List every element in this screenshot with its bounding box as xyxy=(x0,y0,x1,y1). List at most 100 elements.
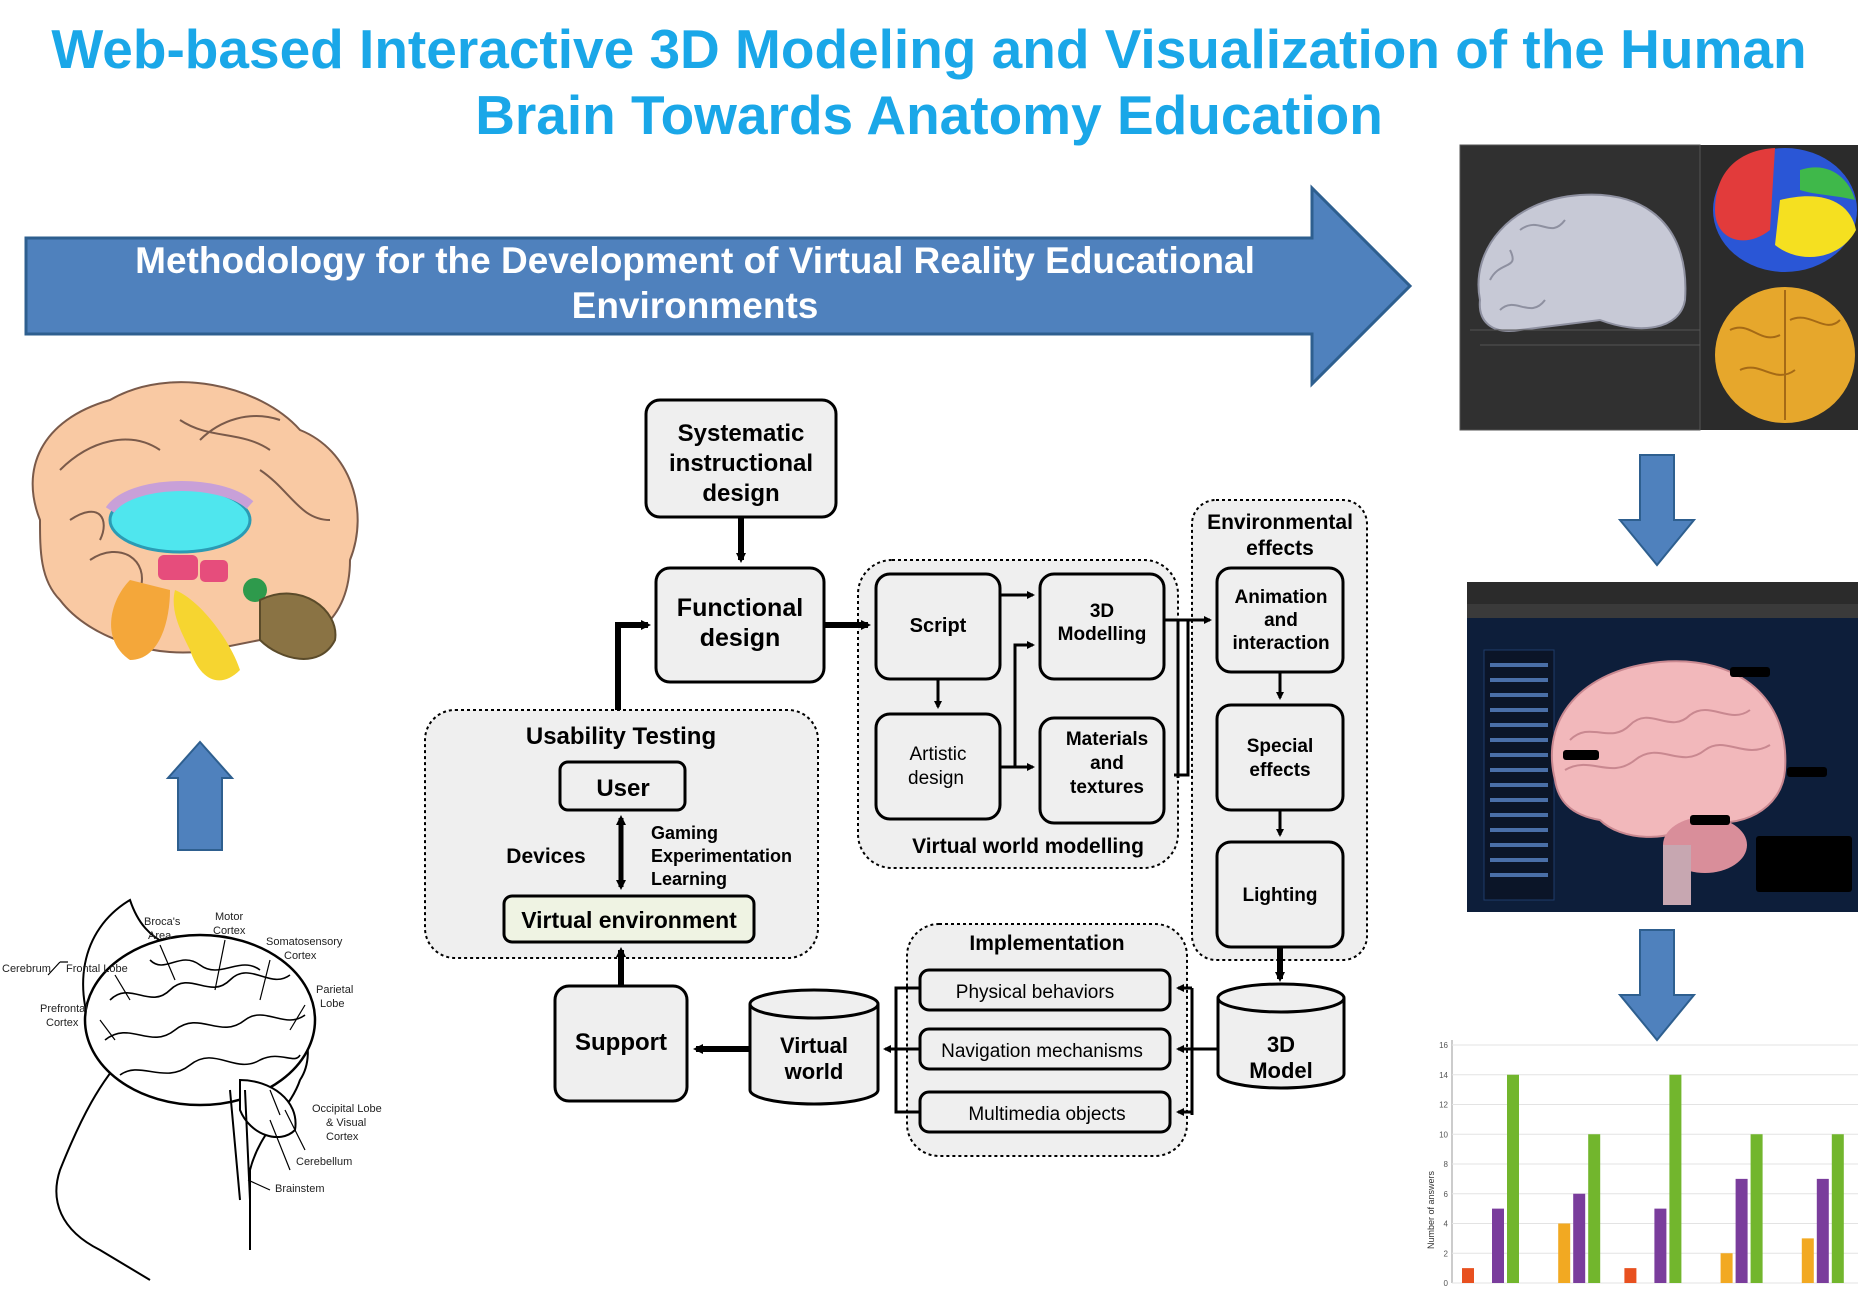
env-effects-line-1: Environmental xyxy=(1207,511,1353,534)
page-title: Web-based Interactive 3D Modeling and Vi… xyxy=(0,16,1858,148)
virtual-world-cylinder: Virtual world xyxy=(748,988,880,1106)
label-parietal-1: Parietal xyxy=(316,984,353,996)
chart-y-tick-label: 14 xyxy=(1439,1071,1448,1080)
virtual-environment-box: Virtual environment xyxy=(502,894,756,944)
multimedia-objects-box: Multimedia objects xyxy=(918,1090,1172,1134)
animation-line-1: Animation xyxy=(1235,587,1328,608)
banner-line-1: Methodology for the Development of Virtu… xyxy=(135,240,1255,281)
functional-design-box: Functional design xyxy=(654,566,826,684)
modelling3d-line-1: 3D xyxy=(1090,601,1114,622)
lineart-brain-illustration xyxy=(47,898,317,1281)
down-arrow-right-1 xyxy=(1617,454,1697,567)
chart-bar xyxy=(1801,1238,1814,1283)
label-somato-2: Cortex xyxy=(284,950,317,962)
artistic-line-2: design xyxy=(908,768,964,789)
chart-bar xyxy=(1624,1268,1637,1283)
multimedia-label: Multimedia objects xyxy=(968,1104,1125,1125)
animation-interaction-box: Animation and interaction xyxy=(1215,566,1345,674)
colored-brain-illustration xyxy=(31,381,359,681)
chart-bar xyxy=(1492,1208,1504,1283)
systematic-line-1: Systematic xyxy=(678,420,805,447)
chart-bar xyxy=(1816,1178,1829,1283)
up-arrow-left xyxy=(165,740,235,851)
label-occipital-3: Cortex xyxy=(326,1131,359,1143)
web-viewer-screenshot xyxy=(1467,582,1858,912)
chart-bar xyxy=(1831,1134,1844,1283)
virtual-environment-label: Virtual environment xyxy=(521,907,737,933)
chart-bar xyxy=(1750,1134,1763,1283)
virtual-world-line-1: Virtual xyxy=(780,1033,848,1058)
navigation-mechanisms-box: Navigation mechanisms xyxy=(918,1027,1172,1071)
label-cerebellum: Cerebellum xyxy=(296,1156,352,1168)
special-line-1: Special xyxy=(1247,736,1314,757)
lighting-label: Lighting xyxy=(1243,885,1318,906)
label-motor-2: Cortex xyxy=(213,925,246,937)
chart-bar xyxy=(1507,1074,1519,1283)
materials-line-2: and xyxy=(1090,753,1124,774)
user-label: User xyxy=(596,775,649,802)
gaming-label: Gaming xyxy=(651,823,718,843)
label-occipital-2: & Visual xyxy=(326,1117,366,1129)
chart-bar xyxy=(1735,1178,1748,1283)
navigation-label: Navigation mechanisms xyxy=(941,1041,1143,1062)
label-prefrontal-2: Cortex xyxy=(46,1017,79,1029)
modelling3d-line-2: Modelling xyxy=(1058,624,1147,645)
flow-connectors xyxy=(615,517,1285,1116)
artistic-line-1: Artistic xyxy=(910,744,967,765)
functional-line-2: design xyxy=(700,624,781,652)
usability-testing-label: Usability Testing xyxy=(526,723,716,750)
support-label: Support xyxy=(575,1029,667,1056)
chart-y-tick-label: 12 xyxy=(1439,1101,1448,1110)
learning-label: Learning xyxy=(651,869,727,889)
label-parietal-2: Lobe xyxy=(320,998,344,1010)
down-arrow-right-2 xyxy=(1617,929,1697,1042)
title-line-1: Web-based Interactive 3D Modeling and Vi… xyxy=(51,18,1807,80)
label-occipital-1: Occipital Lobe xyxy=(312,1103,382,1115)
env-effects-line-2: effects xyxy=(1246,537,1314,560)
3d-model-cylinder: 3D Model xyxy=(1216,982,1346,1090)
chart-y-tick-label: 6 xyxy=(1444,1190,1449,1199)
chart-bar xyxy=(1654,1208,1667,1283)
chart-y-tick-label: 10 xyxy=(1439,1130,1448,1139)
chart-y-tick-label: 4 xyxy=(1444,1220,1449,1229)
physical-label: Physical behaviors xyxy=(956,982,1114,1003)
script-label: Script xyxy=(910,615,967,637)
user-box: User xyxy=(558,760,687,812)
3d-modelling-box: 3D Modelling xyxy=(1038,572,1166,681)
virtual-world-modelling-label: Virtual world modelling xyxy=(912,835,1144,858)
chart-bar xyxy=(1462,1268,1474,1283)
modeling-software-screenshot xyxy=(1459,144,1858,431)
devices-label: Devices xyxy=(506,845,585,868)
animation-line-3: interaction xyxy=(1232,633,1329,654)
virtual-world-line-2: world xyxy=(784,1059,844,1084)
model3d-line-1: 3D xyxy=(1267,1032,1295,1057)
label-cerebrum: Cerebrum xyxy=(2,963,51,975)
systematic-instructional-design-box: Systematic instructional design xyxy=(644,398,838,519)
chart-bar xyxy=(1669,1074,1682,1283)
physical-behaviors-box: Physical behaviors xyxy=(918,968,1172,1012)
chart-y-axis-label: Number of answers xyxy=(1426,1170,1436,1249)
chart-y-tick-label: 8 xyxy=(1444,1160,1449,1169)
label-frontal-lobe: Frontal Lobe xyxy=(66,963,128,975)
title-line-2: Brain Towards Anatomy Education xyxy=(475,84,1383,146)
chart-bar xyxy=(1573,1193,1586,1283)
materials-textures-box: Materials and textures xyxy=(1038,716,1166,825)
label-broca-2: Area xyxy=(148,930,172,942)
banner-text: Methodology for the Development of Virtu… xyxy=(60,238,1330,328)
animation-line-2: and xyxy=(1264,610,1298,631)
banner-line-2: Environments xyxy=(571,285,819,326)
support-box: Support xyxy=(553,984,689,1103)
functional-line-1: Functional xyxy=(677,594,803,622)
materials-line-1: Materials xyxy=(1066,729,1148,750)
label-broca-1: Broca's xyxy=(144,916,181,928)
chart-y-tick-label: 2 xyxy=(1444,1249,1449,1258)
script-box: Script xyxy=(874,572,1002,681)
special-effects-box: Special effects xyxy=(1215,703,1345,812)
special-line-2: effects xyxy=(1249,760,1310,781)
systematic-line-3: design xyxy=(702,480,779,507)
chart-bar xyxy=(1558,1223,1571,1283)
systematic-line-2: instructional xyxy=(669,450,813,477)
label-somato-1: Somatosensory xyxy=(266,936,343,948)
